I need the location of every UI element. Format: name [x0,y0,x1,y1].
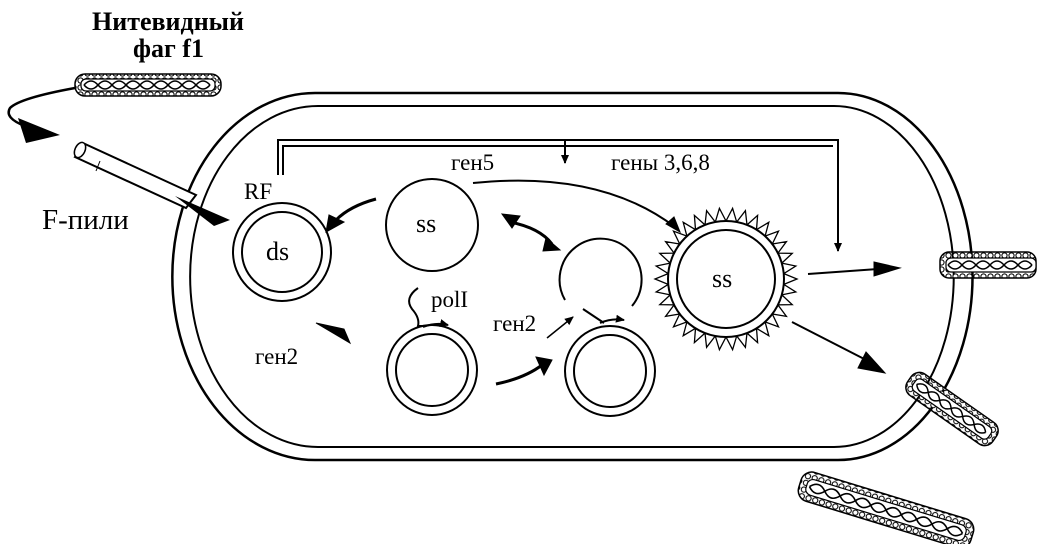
phage-particle-free [75,74,221,96]
ss-coated-label: ss [712,266,732,292]
process-arrows [316,181,900,384]
rolling-circle-replication [560,239,655,416]
gene2-left-label: ген2 [255,345,298,368]
bacterial-cell [172,93,972,460]
title-line-1: Нитевидный [92,9,244,35]
phage-particle-released [796,469,977,544]
gene5-label: ген5 [451,151,494,174]
genes-368-label: гены 3,6,8 [611,151,710,174]
infection-arrow [9,88,75,143]
title-line-2: фаг f1 [133,36,204,62]
f-pilus [72,141,196,208]
ss-label: ss [416,211,436,237]
rf-label: RF [244,180,272,203]
ds-label: ds [266,239,289,265]
gene2-mid-label: ген2 [493,312,536,335]
phage-particle-exiting-right [940,252,1036,278]
pol1-label: polI [431,288,468,311]
f-pili-label: F-пили [42,206,129,235]
phage-particle-exiting-diagonal [902,369,1002,450]
